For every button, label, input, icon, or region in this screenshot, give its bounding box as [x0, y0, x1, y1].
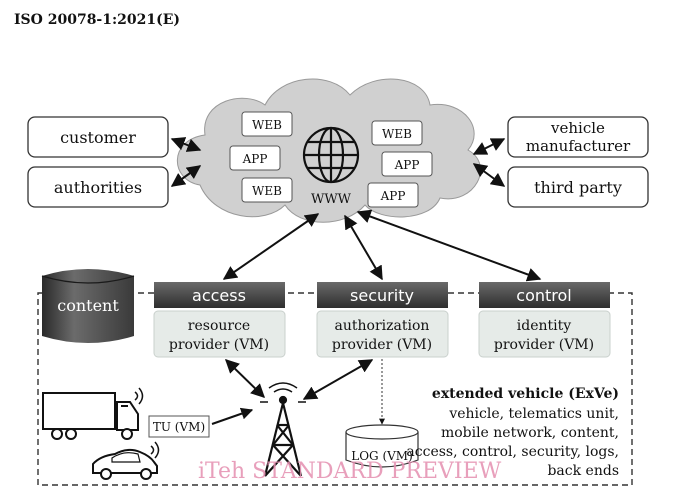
cloud-web-3: WEB [371, 120, 423, 146]
security-label: security [350, 286, 414, 305]
arrow-cloud-control [356, 209, 542, 282]
cloud-web-2-label: WEB [252, 184, 282, 198]
truck-icon [42, 387, 144, 440]
vehicle-manufacturer-line2: manufacturer [526, 137, 631, 155]
identity-provider-line1: identity [517, 318, 571, 334]
globe-icon [302, 126, 360, 184]
telematics-unit-box: TU (VM) [148, 415, 210, 438]
cloud-web-2: WEB [241, 177, 293, 203]
third-party-box: third party [507, 166, 649, 208]
exve-line-4: back ends [547, 463, 619, 479]
cloud-web-1-label: WEB [252, 118, 282, 132]
arrow-tu-tower [211, 407, 254, 425]
customer-label: customer [60, 128, 136, 147]
identity-provider-box: identity provider (VM) [478, 310, 611, 358]
access-bar: access [154, 282, 285, 308]
arrow-resource-tower [224, 359, 266, 398]
exve-line-2: mobile network, content, [441, 425, 619, 441]
standard-reference: ISO 20078-1:2021(E) [14, 12, 180, 28]
tu-label: TU (VM) [153, 420, 205, 434]
cloud-web-1: WEB [241, 111, 293, 137]
resource-provider-line2: provider (VM) [169, 337, 269, 353]
radio-tower-icon [260, 382, 306, 477]
cloud-app-1-label: APP [242, 152, 268, 166]
arrow-authorities-cloud [170, 165, 202, 187]
cloud-app-1: APP [229, 145, 281, 171]
access-label: access [192, 286, 246, 305]
customer-box: customer [27, 116, 169, 158]
arrow-cloud-access [222, 213, 320, 280]
authorization-provider-line2: provider (VM) [332, 337, 432, 353]
cloud-app-3-label: APP [380, 189, 406, 203]
control-label: control [516, 286, 571, 305]
watermark-text: iTeh STANDARD PREVIEW [198, 459, 502, 484]
authorization-provider-line1: authorization [335, 318, 430, 334]
vehicle-manufacturer-line1: vehicle [550, 119, 605, 137]
third-party-label: third party [534, 178, 622, 197]
content-label: content [57, 296, 119, 315]
resource-provider-box: resource provider (VM) [153, 310, 286, 358]
vehicle-manufacturer-box: vehicle manufacturer [507, 116, 649, 158]
identity-provider-line2: provider (VM) [494, 337, 594, 353]
arrow-customer-cloud [170, 137, 202, 152]
exve-line-1: vehicle, telematics unit, [448, 406, 619, 422]
arrow-thirdparty-cloud [472, 163, 506, 187]
exve-line-3: access, control, security, logs, [406, 444, 619, 460]
authorities-box: authorities [27, 166, 169, 208]
content-storage-icon: content [41, 269, 135, 343]
arrow-authorization-tower [302, 359, 374, 400]
log-label: LOG (VM) [351, 449, 413, 463]
exve-boundary [37, 292, 633, 486]
authorities-label: authorities [54, 178, 142, 197]
log-storage: LOG (VM) [345, 424, 419, 468]
resource-provider-line1: resource [188, 318, 250, 334]
cloud-app-2: APP [381, 151, 433, 177]
security-bar: security [317, 282, 448, 308]
cloud-app-3: APP [367, 182, 419, 208]
exve-title: extended vehicle (ExVe) [432, 386, 619, 402]
authorization-provider-box: authorization provider (VM) [316, 310, 449, 358]
arrow-cloud-security [344, 214, 383, 281]
cloud-app-2-label: APP [394, 158, 420, 172]
arrow-manufacturer-cloud [472, 138, 506, 155]
car-icon [92, 441, 160, 480]
www-label: WWW [311, 192, 352, 207]
cloud-web-3-label: WEB [382, 127, 412, 141]
control-bar: control [479, 282, 610, 308]
